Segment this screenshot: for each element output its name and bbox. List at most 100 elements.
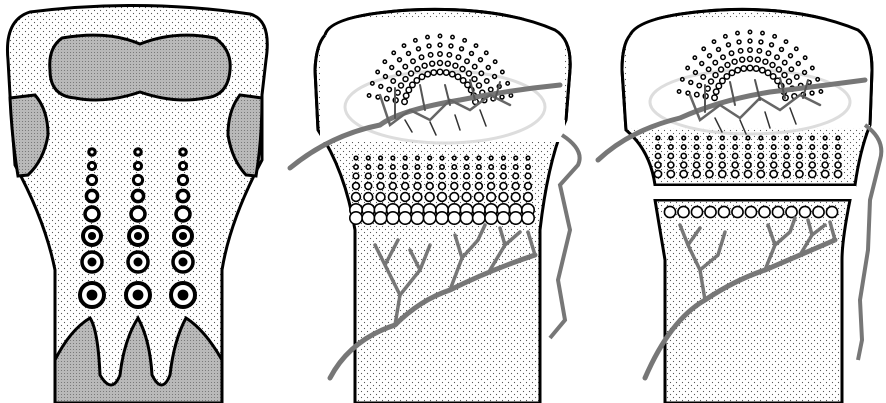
- chondrocyte: [479, 58, 483, 62]
- chondrocyte: [438, 52, 442, 56]
- chondrocyte: [474, 193, 483, 202]
- chondrocyte: [430, 61, 435, 66]
- chondrocyte: [758, 162, 764, 168]
- chondrocyte: [694, 145, 698, 149]
- chondrocyte: [366, 156, 370, 160]
- chondrocyte: [681, 153, 686, 158]
- panel-cartilage-model: [7, 5, 267, 403]
- chondrocyte: [770, 170, 777, 177]
- chondrocyte: [694, 153, 699, 158]
- chondrocyte: [712, 95, 717, 100]
- chondrocyte: [706, 162, 712, 168]
- chondrocyte: [449, 44, 453, 48]
- chondrocyte: [488, 173, 494, 179]
- chondrocyte: [695, 136, 699, 140]
- chondrocyte: [364, 193, 373, 202]
- chondrocyte: [460, 67, 465, 72]
- chondrocyte: [706, 170, 713, 177]
- panel-physis-separated: [598, 9, 881, 403]
- chondrocyte: [428, 156, 432, 160]
- chondrocyte: [826, 206, 837, 217]
- chondrocyte: [716, 83, 721, 88]
- chondrocyte: [402, 44, 405, 47]
- chondrocyte: [376, 193, 385, 202]
- chondrocyte: [425, 71, 430, 76]
- chondrocyte: [782, 73, 787, 78]
- chondrocyte: [472, 77, 477, 82]
- chondrocyte: [391, 79, 395, 83]
- chondrocyte: [525, 183, 532, 190]
- chondrocyte: [835, 162, 841, 168]
- chondrocyte: [822, 162, 828, 168]
- chondrocyte: [823, 145, 827, 149]
- chondrocyte: [811, 66, 814, 69]
- chondrocyte: [747, 65, 752, 70]
- chondrocyte: [759, 206, 770, 217]
- chondrocyte: [748, 57, 753, 62]
- chondrocyte: [438, 34, 441, 37]
- chondrocyte: [761, 31, 764, 34]
- chondrocyte: [462, 193, 471, 202]
- chondrocyte: [796, 62, 800, 66]
- chondrocyte: [720, 136, 724, 140]
- chondrocyte: [452, 165, 456, 169]
- chondrocyte: [409, 71, 414, 76]
- chondrocyte: [86, 190, 97, 201]
- chondrocyte: [88, 162, 95, 169]
- chondrocyte: [737, 40, 741, 44]
- chondrocyte: [746, 136, 750, 140]
- chondrocyte: [486, 66, 490, 70]
- chondrocyte: [427, 173, 433, 179]
- chondrocyte: [476, 173, 482, 179]
- chondrocyte: [745, 206, 756, 217]
- chondrocyte: [719, 170, 726, 177]
- chondrocyte: [425, 193, 434, 202]
- chondrocyte: [693, 170, 700, 177]
- chondrocyte: [390, 173, 396, 179]
- chondrocyte: [668, 162, 674, 168]
- chondrocyte: [810, 145, 814, 149]
- chondrocyte: [134, 258, 143, 267]
- chondrocyte: [776, 67, 781, 72]
- chondrocyte: [500, 183, 507, 190]
- chondrocyte: [810, 153, 815, 158]
- chondrocyte: [772, 136, 776, 140]
- chondrocyte: [450, 71, 455, 76]
- chondrocyte: [836, 136, 840, 140]
- chondrocyte: [803, 71, 807, 75]
- chondrocyte: [669, 136, 673, 140]
- chondrocyte: [415, 173, 421, 179]
- chondrocyte: [460, 47, 464, 51]
- chondrocyte: [708, 136, 712, 140]
- chondrocyte: [809, 170, 816, 177]
- chondrocyte: [447, 53, 451, 57]
- chondrocyte: [803, 56, 806, 59]
- chondrocyte: [720, 78, 725, 83]
- chondrocyte: [365, 173, 371, 179]
- chondrocyte: [354, 165, 358, 169]
- chondrocyte: [741, 66, 746, 71]
- chondrocyte: [131, 207, 145, 221]
- chondrocyte: [759, 40, 763, 44]
- chondrocyte: [770, 74, 775, 79]
- chondrocyte: [389, 183, 396, 190]
- chondrocyte: [694, 162, 700, 168]
- chondrocyte: [489, 165, 493, 169]
- chondrocyte: [350, 212, 362, 224]
- chondrocyte: [726, 43, 730, 47]
- chondrocyte: [413, 193, 422, 202]
- chondrocyte: [695, 92, 699, 96]
- chondrocyte: [732, 162, 738, 168]
- chondrocyte: [402, 183, 409, 190]
- chondrocyte: [371, 82, 374, 85]
- chondrocyte: [789, 54, 793, 58]
- chondrocyte: [437, 69, 442, 74]
- chondrocyte: [383, 75, 387, 79]
- chondrocyte: [470, 51, 474, 55]
- chondrocyte: [414, 78, 419, 83]
- chondrocyte: [460, 78, 465, 83]
- chondrocyte: [733, 145, 737, 149]
- chondrocyte: [352, 193, 361, 202]
- chondrocyte: [419, 55, 423, 59]
